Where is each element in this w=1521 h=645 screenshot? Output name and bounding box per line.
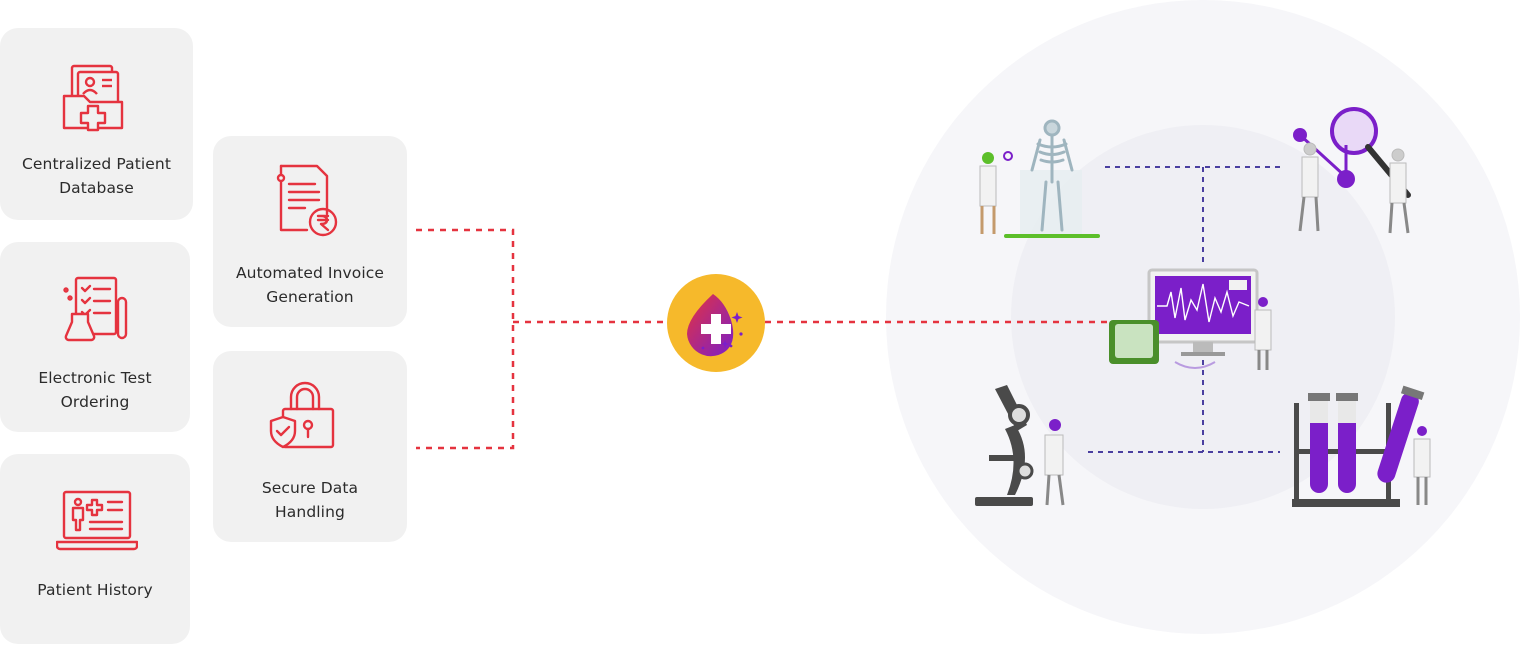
patient-folder-icon [58, 62, 134, 162]
feature-card-automated-invoice-generation: Automated Invoice Generation [213, 136, 407, 327]
invoice-rupee-icon [275, 162, 345, 242]
feature-label-line2: Generation [266, 288, 354, 306]
feature-label-line2: Handling [275, 503, 345, 521]
xray-scan-illustration [979, 119, 1100, 238]
feature-label: Patient History [0, 578, 190, 602]
test-checklist-icon [62, 274, 132, 348]
feature-label-line1: Automated Invoice [235, 264, 385, 282]
test-tubes-illustration [1292, 385, 1431, 507]
left-bracket-connector [416, 228, 515, 450]
laptop-record-icon [56, 490, 138, 552]
feature-label-line1: Secure Data [261, 479, 359, 497]
feature-card-electronic-test-ordering: Electronic Test Ordering [0, 242, 190, 432]
feature-label-line2: Ordering [60, 393, 130, 411]
microscope-illustration [975, 385, 1065, 506]
feature-label: Electronic Test Ordering [0, 366, 190, 414]
feature-label: Centralized Patient Database [0, 152, 193, 200]
monitor-ecg-illustration [1109, 268, 1272, 370]
feature-card-centralized-patient-database: Centralized Patient Database [0, 28, 193, 220]
molecule-research-illustration [1293, 107, 1411, 234]
feature-card-patient-history: Patient History [0, 454, 190, 644]
feature-label-line2: Database [59, 179, 134, 197]
feature-card-secure-data-handling: Secure Data Handling [213, 351, 407, 542]
drop-plus-logo-icon [667, 274, 765, 372]
feature-label: Automated Invoice Generation [213, 261, 407, 309]
feature-label-line1: Patient History [37, 581, 153, 599]
hub-logo [667, 274, 765, 372]
lock-shield-icon [267, 377, 339, 453]
feature-label-line1: Centralized Patient [21, 155, 172, 173]
feature-label-line1: Electronic Test [38, 369, 152, 387]
feature-label: Secure Data Handling [213, 476, 407, 524]
